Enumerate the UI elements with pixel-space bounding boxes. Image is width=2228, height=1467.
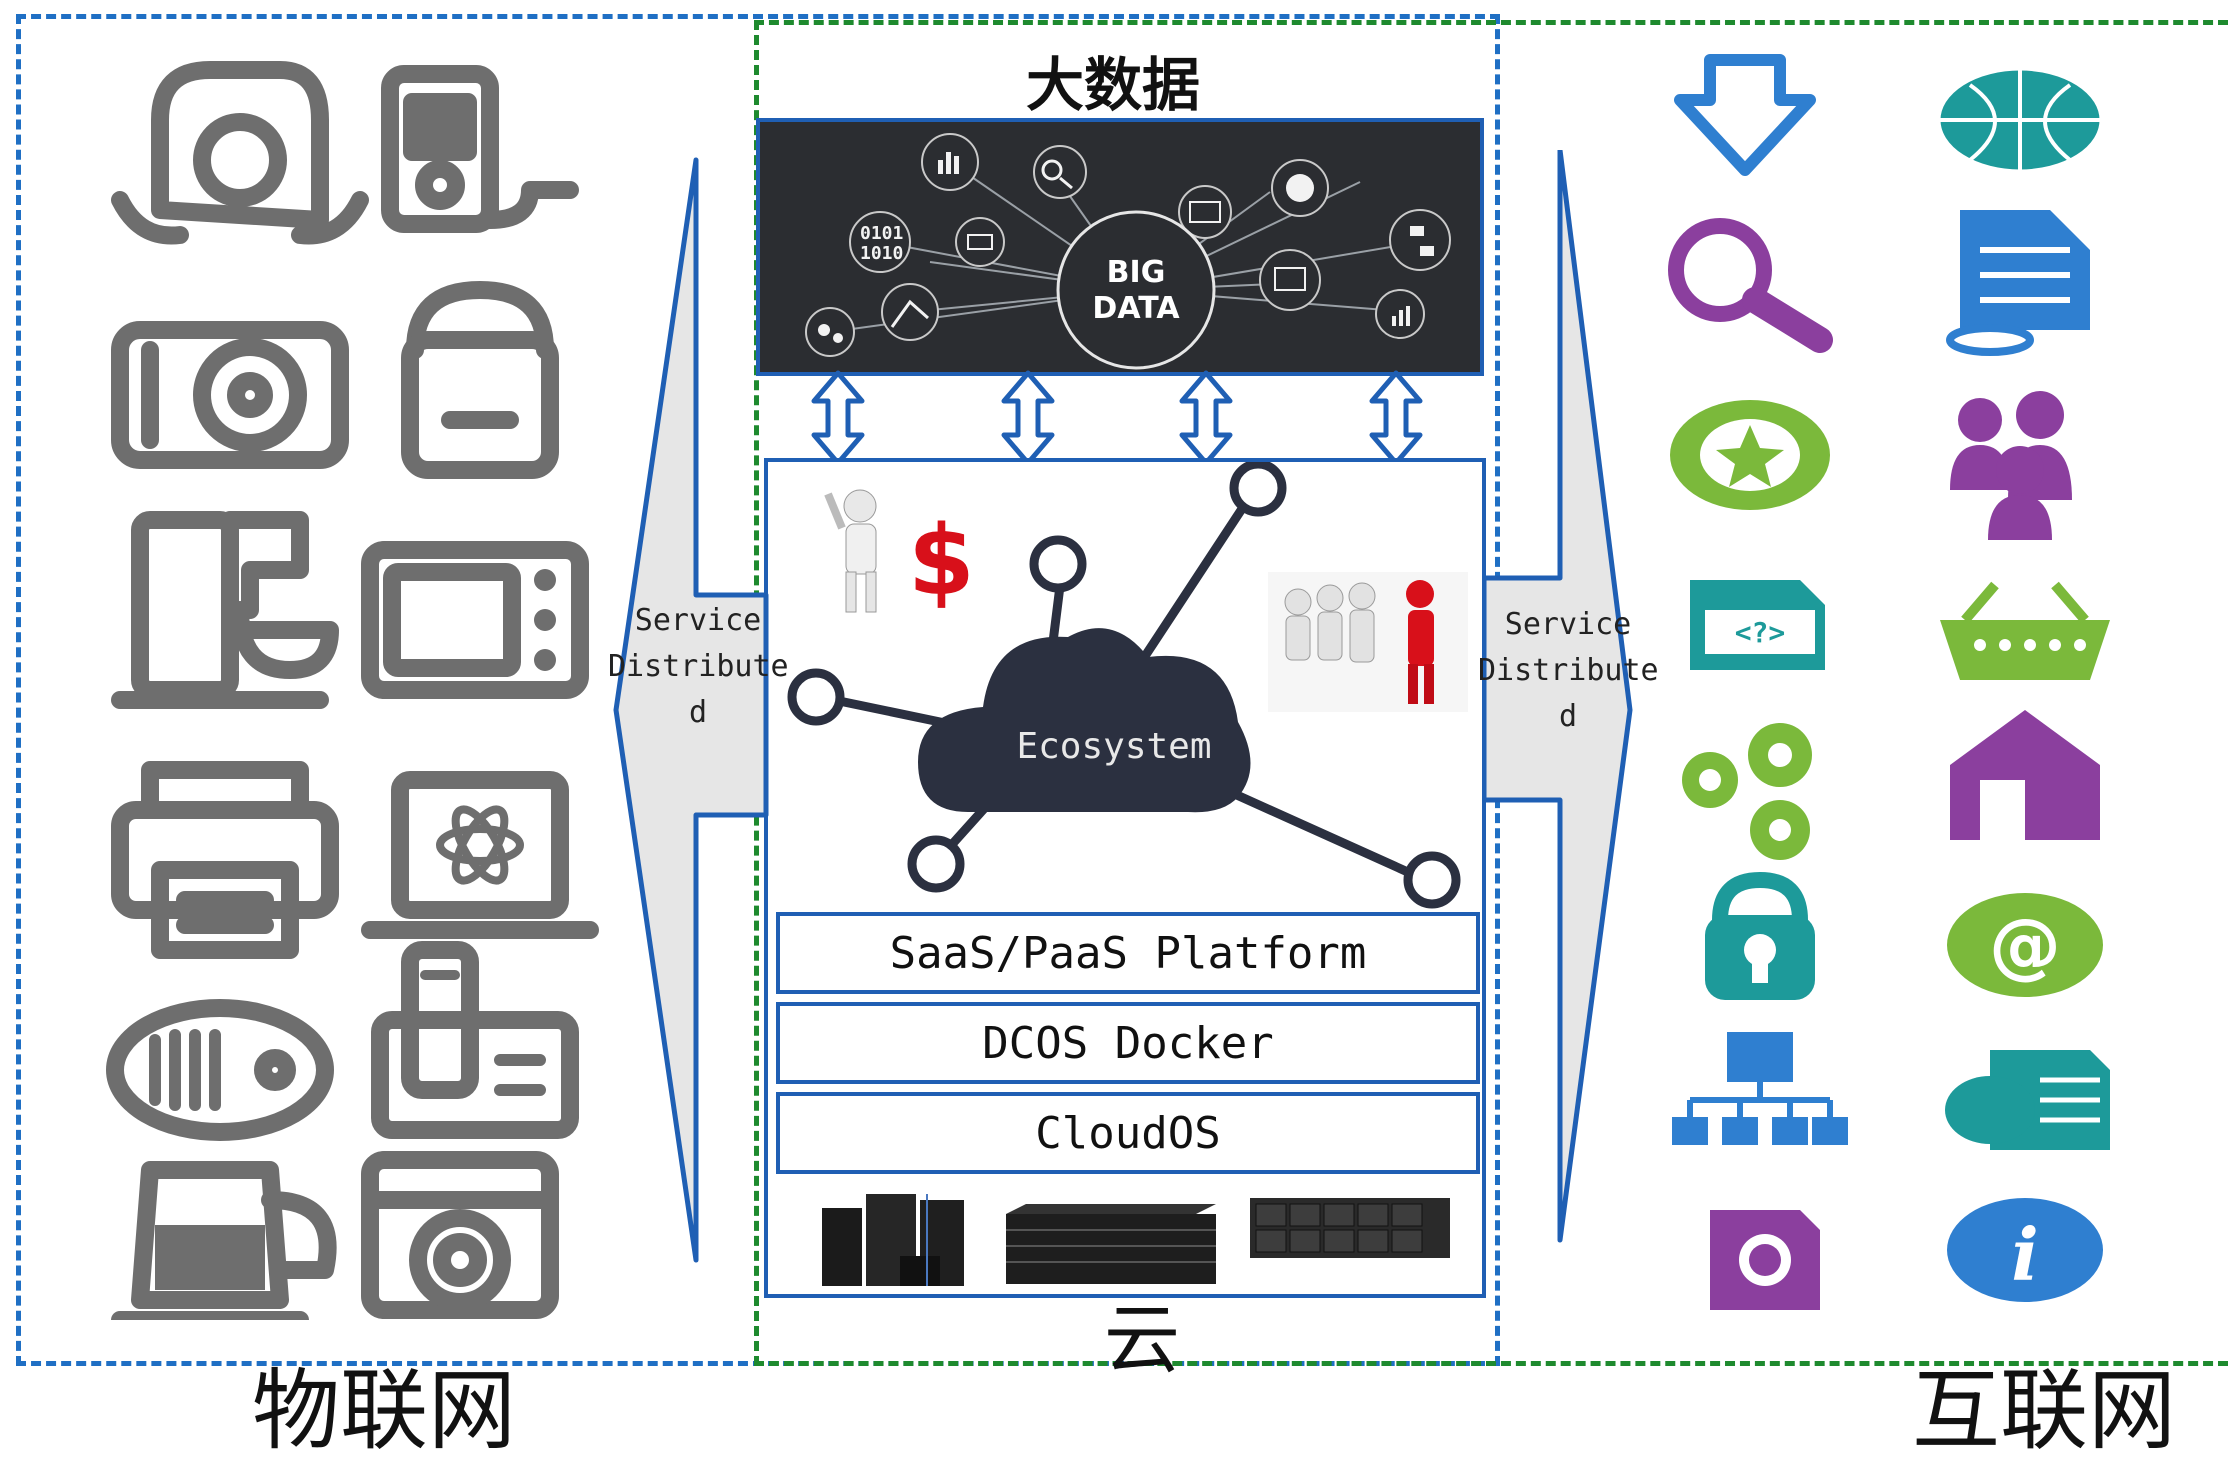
rice-cooker-icon [111, 61, 369, 245]
globe-icon [1935, 65, 2105, 175]
kettle-icon [111, 1161, 337, 1320]
server-rack-icon [822, 1194, 964, 1286]
team-handshake-icon [1268, 572, 1468, 712]
service-arrow-right [1484, 150, 1633, 1243]
iot-label: 物联网 [252, 1359, 517, 1462]
svg-text:1010: 1010 [860, 243, 903, 264]
users-icon [1950, 391, 2072, 540]
phone-icon [371, 941, 579, 1139]
node-circle [1403, 851, 1461, 909]
document-icon [1946, 210, 2090, 356]
service-arrow-left [613, 157, 769, 1263]
service-left-line2: Distribute [608, 649, 789, 684]
search-icon [1668, 218, 1833, 353]
node-circle [787, 668, 845, 726]
double-arrow-icon [814, 373, 862, 463]
mp3-player-icon [381, 65, 579, 233]
node-circle [1229, 462, 1287, 517]
lock-icon [401, 281, 559, 479]
download-icon [1674, 54, 1816, 176]
blade-server-icon [1006, 1204, 1216, 1284]
service-right-line3: d [1558, 699, 1578, 734]
big-data-badge-line1: BIG [1107, 255, 1166, 290]
big-data-title: 大数据 [1026, 51, 1201, 119]
internet-icon-grid: <?> @ i [1668, 54, 2110, 1310]
svg-text:$: $ [908, 505, 975, 617]
iot-device-grid [106, 61, 599, 1320]
ecosystem-label: Ecosystem [1016, 726, 1211, 767]
certificate-icon [1710, 1210, 1820, 1310]
star-icon [1670, 400, 1830, 510]
double-arrow-icon [1182, 373, 1230, 463]
ecosystem-cloud-icon [918, 628, 1251, 813]
storage-array-icon [1250, 1198, 1450, 1258]
radio-icon [106, 999, 334, 1141]
internet-label: 互联网 [1912, 1359, 2177, 1462]
service-right-line1: Service [1504, 607, 1632, 642]
data-exchange-arrows [756, 370, 1484, 466]
coffee-machine-icon [111, 511, 339, 709]
double-arrow-icon [1372, 373, 1420, 463]
service-right-line2: Distribute [1478, 653, 1659, 688]
code-file-icon: <?> [1690, 580, 1825, 670]
home-icon [1950, 710, 2100, 840]
info-icon: i [1947, 1198, 2103, 1302]
svg-text:i: i [2011, 1212, 2038, 1297]
layer-saas-paas: SaaS/PaaS Platform [776, 912, 1480, 994]
big-data-badge-line2: DATA [1092, 291, 1180, 326]
turntable-icon [111, 321, 349, 469]
big-data-hub [1056, 210, 1216, 370]
businessman-dollar-icon: $ [824, 489, 975, 617]
gears-icon [1682, 723, 1812, 860]
binary-glyph: 0101 1010 [860, 223, 903, 264]
laptop-icon [361, 771, 599, 939]
cloud-label: 云 [1104, 1295, 1180, 1384]
svg-text:0101: 0101 [860, 223, 903, 244]
double-arrow-icon [1004, 373, 1052, 463]
layer-cloudos: CloudOS [776, 1092, 1480, 1174]
service-left-line3: d [688, 695, 708, 730]
at-sign-icon: @ [1947, 893, 2103, 997]
chat-document-icon [1945, 1050, 2110, 1150]
node-circle [907, 835, 965, 893]
service-distributed-right: Service Distribute d [1478, 602, 1659, 740]
basket-icon [1940, 581, 2110, 680]
network-icon [1672, 1032, 1848, 1145]
service-distributed-left: Service Distribute d [608, 598, 789, 736]
printer-icon [111, 761, 339, 959]
padlock-icon [1705, 871, 1815, 1000]
layer-dcos-docker: DCOS Docker [776, 1002, 1480, 1084]
microwave-icon [361, 541, 589, 699]
big-data-panel: 0101 1010 BIG DATA [756, 118, 1484, 376]
washing-machine-icon [361, 1151, 559, 1319]
ecosystem-graphic: Ecosystem $ [787, 462, 1468, 909]
service-left-line1: Service [634, 603, 762, 638]
svg-text:@: @ [1989, 903, 2061, 987]
hardware-servers [822, 1194, 1450, 1286]
svg-text:<?>: <?> [1735, 616, 1786, 649]
big-data-network-graphic: 0101 1010 BIG DATA [805, 133, 1451, 370]
node-circle [1029, 535, 1087, 593]
